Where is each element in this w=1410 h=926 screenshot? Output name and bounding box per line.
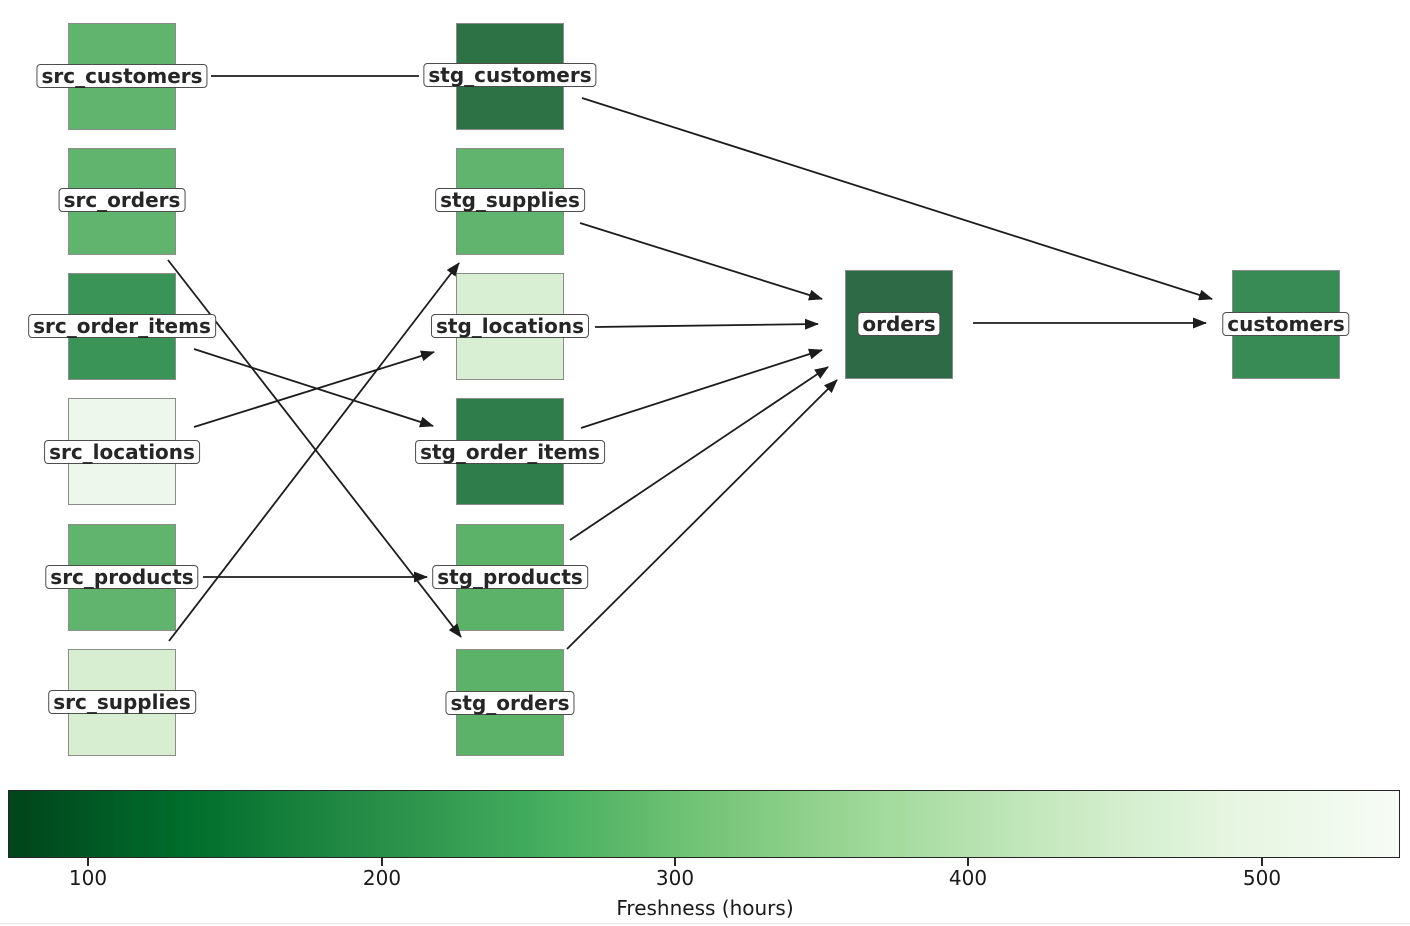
colorbar-tick-mark-300 <box>674 858 676 866</box>
node-label-stg_locations: stg_locations <box>430 314 590 338</box>
node-label-stg_products: stg_products <box>432 565 588 589</box>
node-label-stg_customers: stg_customers <box>423 63 597 87</box>
colorbar-tick-label-300: 300 <box>655 866 695 890</box>
colorbar-tick-label-500: 500 <box>1242 866 1282 890</box>
colorbar-gradient <box>8 790 1400 858</box>
node-label-stg_order_items: stg_order_items <box>415 440 605 464</box>
bottom-rule <box>0 923 1410 924</box>
node-label-src_orders: src_orders <box>58 188 186 212</box>
node-label-stg_supplies: stg_supplies <box>435 188 585 212</box>
node-label-src_customers: src_customers <box>36 64 208 88</box>
node-label-orders: orders <box>857 312 941 336</box>
colorbar-tick-label-200: 200 <box>362 866 402 890</box>
colorbar-axis-label: Freshness (hours) <box>616 896 794 920</box>
node-label-src_order_items: src_order_items <box>28 314 216 338</box>
colorbar-tick-label-100: 100 <box>68 866 108 890</box>
colorbar-tick-mark-400 <box>967 858 969 866</box>
colorbar-tick-mark-200 <box>381 858 383 866</box>
colorbar-tick-mark-100 <box>87 858 89 866</box>
node-label-src_locations: src_locations <box>44 440 200 464</box>
colorbar-tick-label-400: 400 <box>948 866 988 890</box>
colorbar-tick-mark-500 <box>1261 858 1263 866</box>
node-label-src_supplies: src_supplies <box>48 690 196 714</box>
node-label-stg_orders: stg_orders <box>445 691 575 715</box>
node-label-customers: customers <box>1222 312 1350 336</box>
node-label-src_products: src_products <box>45 565 199 589</box>
